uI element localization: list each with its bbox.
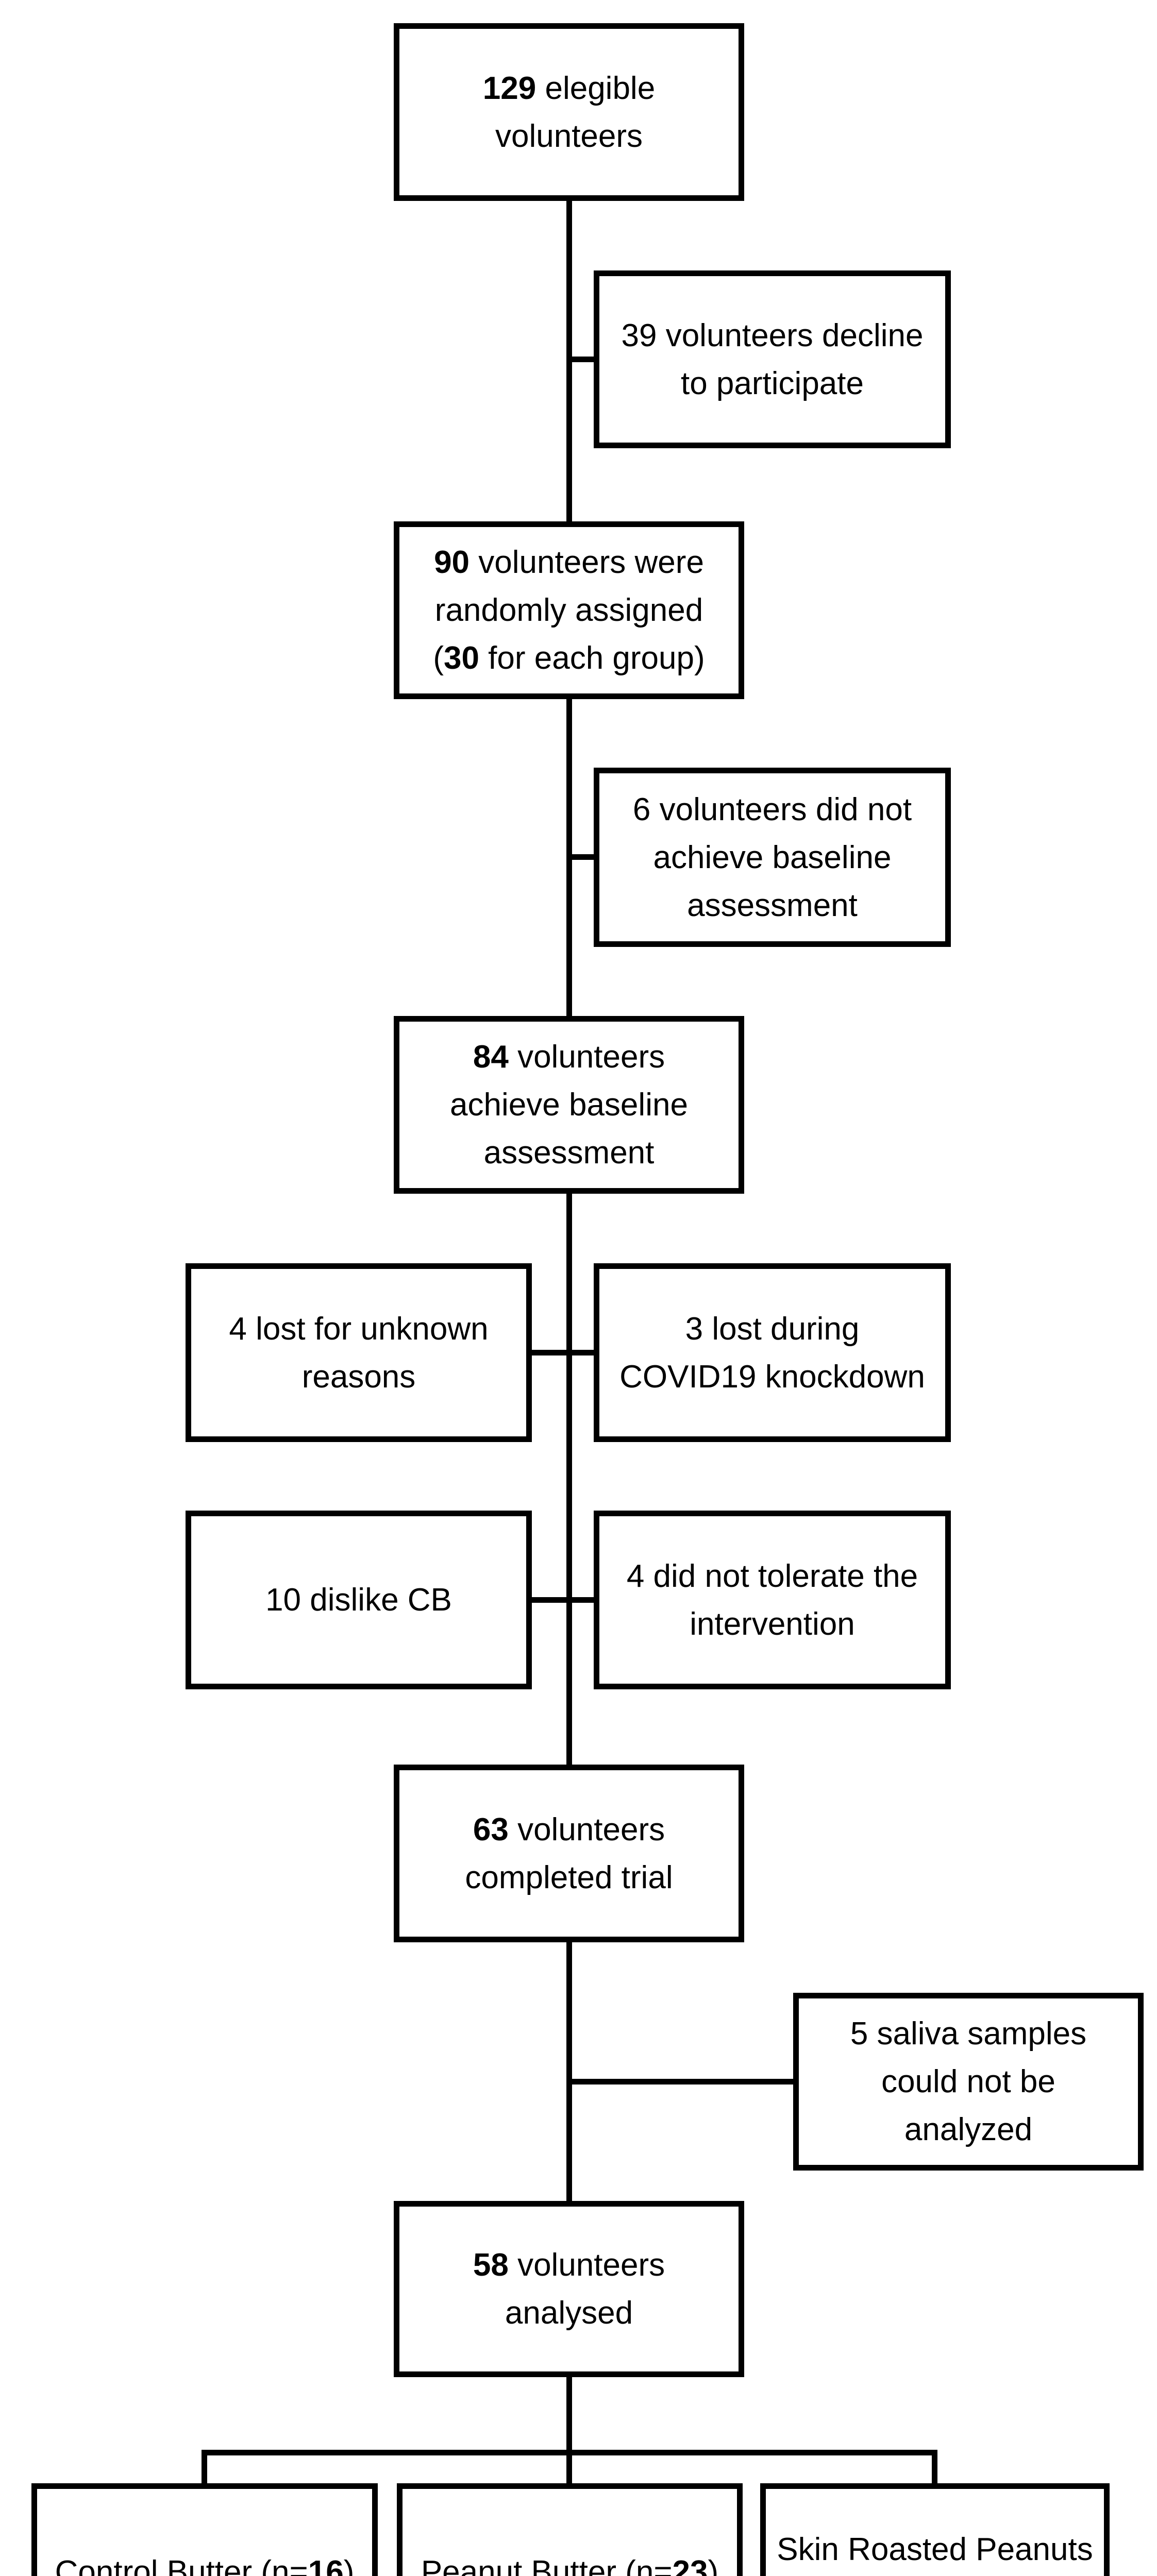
flow-box-saliva: 5 saliva samples could not be analyzed [793,1993,1144,2171]
text-line: 90 volunteers were [434,545,704,580]
text-line: 63 volunteers [473,1811,665,1848]
connector-declined [566,357,595,362]
text-line: 58 volunteers [473,2247,665,2283]
flow-box-no-baseline: 6 volunteers did not achieve baseline asse… [594,768,951,947]
flow-box-randomized: 90 volunteers were randomly assigned (30 f… [394,521,744,699]
connector-lost-row [532,1350,595,1355]
text-line: analyzed [904,2112,1033,2147]
text-line: 4 did not tolerate the [626,1558,918,1594]
text-line: randomly assigned [434,592,703,628]
text-line: achieve baseline [653,839,892,875]
text-line: Control Butter (n=16) [55,2554,355,2576]
text-line: Skin Roasted Peanuts [777,2532,1093,2567]
text-line: (30 for each group) [433,640,705,676]
flow-box-baseline: 84 volunteers achieve baseline assessment [394,1016,744,1194]
connector-drop-right [932,2450,937,2483]
text-line: intervention [690,1606,855,1642]
text-line: could not be [881,2064,1055,2099]
flow-box-lost-unknown: 4 lost for unknown reasons [186,1263,532,1442]
text-line: 5 saliva samples [850,2016,1087,2052]
text-line: completed trial [465,1859,673,1895]
flow-box-not-tolerate: 4 did not tolerate the intervention [594,1511,951,1689]
text-line: COVID19 knockdown [619,1359,925,1395]
text-line: (n=19) [888,2573,982,2576]
text-line: 6 volunteers did not [632,791,912,827]
flow-box-eligible: 129 elegible volunteers [394,23,744,201]
text-line: 10 dislike CB [265,1582,452,1618]
text-line: 4 lost for unknown [229,1311,489,1347]
connector-spine-3 [566,1194,572,1766]
connector-spine-4 [566,1942,572,2202]
connector-spine-5 [566,2377,572,2454]
text-line: assessment [687,887,858,923]
flow-box-dislike-cb: 10 dislike CB [186,1511,532,1689]
flow-box-skin-roasted: Skin Roasted Peanuts (n=19) [760,2483,1110,2576]
text-line: 3 lost during [685,1311,860,1347]
flow-box-declined: 39 volunteers decline to participate [594,270,951,448]
flow-box-completed: 63 volunteers completed trial [394,1765,744,1942]
connector-saliva [566,2079,793,2084]
connector-drop-middle [566,2450,572,2483]
text-line: achieve baseline [450,1087,688,1123]
connector-dislike-row [532,1597,595,1603]
text-line: Peanut Butter (n=23) [421,2554,719,2576]
flow-box-analysed: 58 volunteers analysed [394,2201,744,2377]
text-line: analysed [505,2295,633,2331]
text-line: 39 volunteers decline [621,317,924,353]
connector-no-baseline [566,854,595,860]
flow-box-peanut-butter: Peanut Butter (n=23) [397,2483,743,2576]
text-line: assessment [483,1135,655,1171]
text-line: 129 elegible [482,70,656,106]
flow-box-control-butter: Control Butter (n=16) [31,2483,378,2576]
text-line: to participate [681,365,864,401]
text-line: reasons [301,1359,416,1395]
text-line: 84 volunteers [473,1039,665,1075]
connector-drop-left [202,2450,207,2483]
text-line: volunteers [495,118,643,154]
